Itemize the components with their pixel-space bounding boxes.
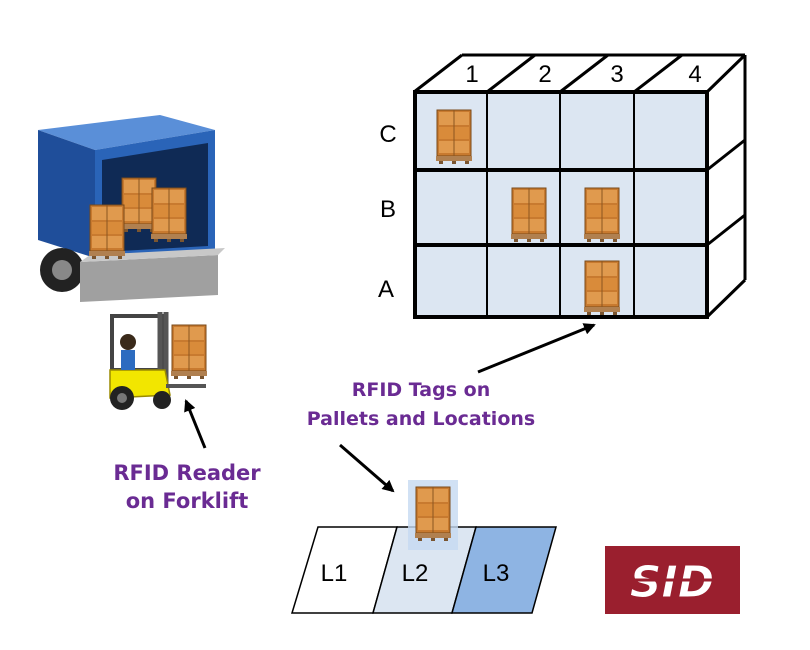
rack-pallet-A3 (583, 260, 621, 316)
rfid-tags-label-line2: Pallets and Locations (307, 408, 535, 430)
truck-side (38, 130, 95, 258)
forklift-cage (110, 314, 166, 372)
rack-column-label: 2 (538, 61, 551, 88)
rack-row-label: B (380, 196, 396, 223)
forklift-wheel (153, 391, 171, 409)
logo-text: SID (630, 557, 715, 608)
rack-column-label: 4 (688, 61, 701, 88)
rack-pallet-C1 (435, 109, 473, 165)
reader-arrow (184, 399, 207, 449)
tags-arrow-rack (477, 323, 596, 374)
floor-locations: L1 L2 L3 (290, 480, 557, 614)
driver-head (120, 334, 136, 350)
storage-rack: 1 2 3 4 C B A (378, 53, 747, 319)
rack-row-label: A (378, 276, 394, 303)
rack-pallet-B3 (583, 187, 621, 243)
rfid-reader-label-line2: on Forklift (126, 489, 249, 513)
loading-ramp (80, 255, 218, 302)
forklift-pallet (170, 324, 208, 380)
truck-roof (38, 115, 215, 150)
rack-row-label: C (379, 121, 396, 148)
sid-logo: SID (605, 546, 740, 614)
rfid-tags-label-line1: RFID Tags on (352, 379, 491, 401)
truck-pallet (88, 204, 126, 260)
forklift-forks (166, 384, 206, 388)
floor-pallet (414, 486, 452, 542)
floor-location-L3 (451, 526, 557, 614)
forklift-illustration (109, 312, 208, 410)
truck-illustration (38, 115, 225, 302)
floor-location-label: L3 (483, 560, 510, 587)
rfid-reader-label-line1: RFID Reader (113, 461, 261, 485)
truck-pallet (150, 187, 188, 243)
floor-location-label: L1 (321, 560, 348, 587)
rack-pallet-B2 (510, 187, 548, 243)
floor-location-label: L2 (402, 560, 429, 587)
tags-arrow-floor (339, 443, 395, 493)
rack-column-label: 1 (465, 61, 478, 88)
driver-body (121, 350, 135, 370)
rack-column-label: 3 (610, 61, 623, 88)
